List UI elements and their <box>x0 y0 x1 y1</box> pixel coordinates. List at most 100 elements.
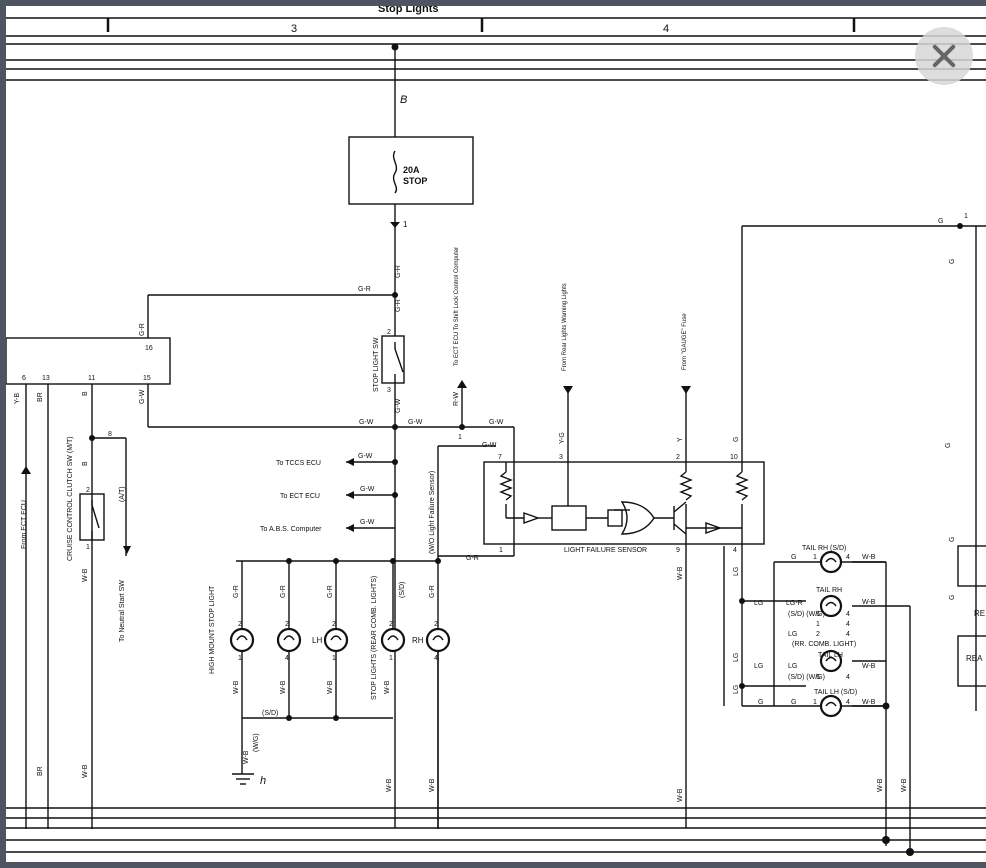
tail-pin-4b: 4 <box>846 611 850 618</box>
bulb-pin-top-2: 2 <box>285 621 289 628</box>
wire-y-label: Y <box>677 437 684 442</box>
to-ect-shift-label: To ECT ECU To Shift Lock Control Compute… <box>454 247 460 366</box>
lfs-pin-1: 1 <box>499 547 503 554</box>
diagram-title: Stop Lights <box>378 6 439 15</box>
bulb-pin-top-1: 2 <box>238 621 242 628</box>
wire-b-label-1: B <box>82 391 89 396</box>
column-label-3: 3 <box>291 23 297 35</box>
from-rear-lights-label: From Rear Lights Warning Lights <box>562 283 568 371</box>
sd-wg-label-2: (S/D) (W/G) <box>788 674 825 681</box>
wire-wb-label-15: W-B <box>862 699 876 706</box>
high-mount-label: HIGH MOUNT STOP LIGHT <box>209 585 216 674</box>
wire-wb-label-10: W-B <box>429 778 436 792</box>
to-neutral-start-label: To Neutral Start SW <box>119 580 126 642</box>
stop-light-sw-label: STOP LIGHT SW <box>373 337 380 392</box>
wire-wg-label: (W/G) <box>253 733 260 752</box>
sw-pin-3: 3 <box>387 387 391 394</box>
rea-label-1: RE <box>974 609 985 618</box>
bulb-pin-bot-2: 4 <box>285 655 289 662</box>
wire-lgr-label: LG-R <box>786 600 803 607</box>
cruise-clutch-sw-label: CRUISE CONTROL CLUTCH SW (M/T) <box>67 436 74 561</box>
to-tccs-label: To TCCS ECU <box>276 460 321 467</box>
wire-gr-label-5: G-R <box>466 555 479 562</box>
wire-gw-label-9: G-W <box>360 519 375 526</box>
tail-pin-5a: 5 <box>816 611 820 618</box>
wire-gw-label-2: G-W <box>395 398 402 413</box>
ect-pin-15: 15 <box>143 375 151 382</box>
fuse-name-label: STOP <box>403 176 427 186</box>
wire-gr-label-9: G-R <box>429 585 436 598</box>
wire-g-label-2: G <box>938 218 943 225</box>
wire-sd-label-1: (S/D) <box>399 582 406 598</box>
wire-gr-label-8: G-R <box>327 585 334 598</box>
lh-label: LH <box>312 636 322 645</box>
wire-wb-label-2: W-B <box>82 764 89 778</box>
wire-yg-label: Y-G <box>559 432 566 444</box>
wire-gr-label-6: G-R <box>233 585 240 598</box>
wire-sd-label-2: (S/D) <box>262 710 278 717</box>
bulb-pin-bot-1: 1 <box>238 655 242 662</box>
wire-gw-label-7: G-W <box>358 453 373 460</box>
sw-pin-2: 2 <box>387 329 391 336</box>
wire-wb-label-17: W-B <box>901 778 908 792</box>
tail-lh-sd-label: TAIL LH (S/D) <box>814 689 857 696</box>
wire-lg-label-6: LG <box>788 663 797 670</box>
pin-1-gw: 1 <box>458 434 462 441</box>
wire-g-label-4: G <box>945 443 952 448</box>
wire-gr-label-7: G-R <box>280 585 287 598</box>
wire-wb-label-4: W-B <box>233 680 240 694</box>
stop-lights-rear-label: STOP LIGHTS (REAR COMB. LIGHTS) <box>371 576 378 700</box>
pin-g-1: 1 <box>964 213 968 220</box>
tail-pin-2a: 2 <box>816 631 820 638</box>
rh-label: RH <box>412 636 424 645</box>
wire-wb-label-3: W-B <box>677 566 684 580</box>
wire-wb-label-1: W-B <box>82 568 89 582</box>
to-ect-label: To ECT ECU <box>280 493 320 500</box>
rr-comb-label: (RR. COMB. LIGHT) <box>792 641 856 648</box>
wire-lg-label-7: LG <box>733 685 740 694</box>
ect-pin-11: 11 <box>88 375 95 382</box>
bulb-pin-top-3: 2 <box>332 621 336 628</box>
wire-wb-label-5: W-B <box>280 680 287 694</box>
tail-pin-1b: 1 <box>816 621 820 628</box>
wire-gr-label-4: G-R <box>139 323 146 336</box>
tail-pin-4c: 4 <box>846 621 850 628</box>
pin-8: 8 <box>108 431 112 438</box>
from-ect-ecu-label: From ECT ECU <box>21 500 28 549</box>
close-button[interactable] <box>915 27 973 85</box>
wire-gw-label-5: G-W <box>489 419 504 426</box>
wire-lg-label-2: LG <box>754 600 763 607</box>
bulb-pin-bot-3: 1 <box>332 655 336 662</box>
wire-gw-label-3: G-W <box>359 419 374 426</box>
bulb-pin-top-4: 2 <box>389 621 393 628</box>
wire-gw-label-4: G-W <box>408 419 423 426</box>
tail-pin-4f: 4 <box>846 699 850 706</box>
wire-g-label-5: G <box>949 537 956 542</box>
lfs-pin-2: 2 <box>676 454 680 461</box>
bulb-pin-bot-4: 1 <box>389 655 393 662</box>
wire-wb-label-12: W-B <box>862 554 876 561</box>
lfs-pin-3: 3 <box>559 454 563 461</box>
wire-b-label-2: B <box>82 461 89 466</box>
wire-br-label-2: BR <box>37 766 44 776</box>
lfs-label: LIGHT FAILURE SENSOR <box>564 547 647 554</box>
cc-pin-2: 2 <box>86 487 90 494</box>
wire-g-label-7: G <box>791 554 796 561</box>
wire-br-label-1: BR <box>37 392 44 402</box>
wire-wb-label-9: W-B <box>386 778 393 792</box>
ect-pin-16: 16 <box>145 345 153 352</box>
tail-rh-label: TAIL RH <box>816 587 842 594</box>
wire-lg-label-4: LG <box>733 653 740 662</box>
from-gauge-fuse-label: From "GAUGE" Fuse <box>682 313 688 370</box>
wire-at-label: (A/T) <box>119 486 126 502</box>
to-abs-label: To A.B.S. Computer <box>260 526 322 533</box>
tail-pin-5b: 5 <box>816 674 820 681</box>
ect-pin-6: 6 <box>22 375 26 382</box>
wire-wb-label-13: W-B <box>862 599 876 606</box>
bulb-pin-bot-5: 4 <box>434 655 438 662</box>
tail-rh-sd-label: TAIL RH (S/D) <box>802 545 846 552</box>
wire-wb-label-16: W-B <box>877 778 884 792</box>
wire-g-label-8: G <box>758 699 763 706</box>
bulb-pin-top-5: 2 <box>434 621 438 628</box>
lfs-pin-9: 9 <box>676 547 680 554</box>
